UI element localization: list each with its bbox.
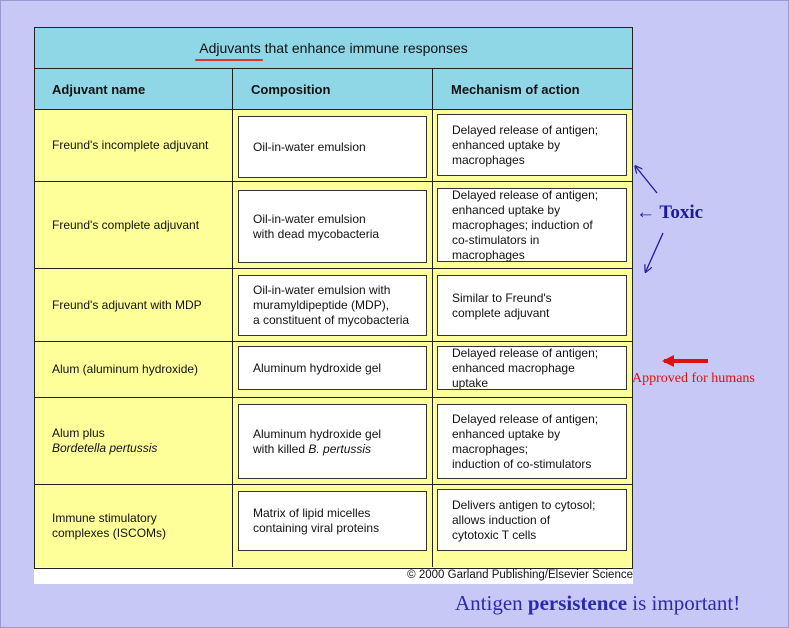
mechanism-box: Delayed release of antigen; enhanced upt… bbox=[437, 188, 627, 262]
title-rest: that enhance immune responses bbox=[260, 39, 468, 56]
toxic-annotation: ← Toxic bbox=[636, 202, 704, 223]
table-row: Freund's complete adjuvant Oil-in-water … bbox=[34, 182, 633, 269]
composition-box: Aluminum hydroxide gel bbox=[238, 346, 427, 390]
mechanism-box: Delayed release of antigen; enhanced upt… bbox=[437, 114, 627, 176]
footer-statement: Antigen persistence is important! bbox=[455, 591, 741, 615]
adjuvant-name-cell: Alum (aluminum hydroxide) bbox=[52, 362, 199, 376]
mechanism-box: Delayed release of antigen; enhanced upt… bbox=[437, 404, 627, 479]
table-row: Alum (aluminum hydroxide) Aluminum hydro… bbox=[34, 342, 633, 398]
copyright-notice: © 2000 Garland Publishing/Elsevier Scien… bbox=[34, 567, 633, 584]
approved-annotation: Approved for humans bbox=[632, 371, 755, 386]
adjuvant-name-cell: Immune stimulatory complexes (ISCOMs) bbox=[52, 511, 167, 540]
mechanism-box: Delayed release of antigen; enhanced mac… bbox=[437, 346, 627, 390]
table-row: Freund's adjuvant with MDP Oil-in-water … bbox=[34, 269, 633, 342]
table-title: Adjuvants that enhance immune responses bbox=[34, 27, 633, 69]
composition-box: Oil-in-water emulsion with dead mycobact… bbox=[238, 190, 427, 263]
column-divider bbox=[432, 69, 433, 584]
composition-box: Aluminum hydroxide gel with killed B. pe… bbox=[238, 404, 427, 479]
title-keyword: Adjuvants bbox=[195, 39, 264, 61]
table-body: Freund's incomplete adjuvant Oil-in-wate… bbox=[34, 110, 633, 584]
adjuvant-name-cell: Freund's complete adjuvant bbox=[52, 217, 200, 232]
table-row: Freund's incomplete adjuvant Oil-in-wate… bbox=[34, 110, 633, 182]
column-divider bbox=[232, 69, 233, 584]
adjuvant-name-cell: Freund's adjuvant with MDP bbox=[52, 297, 202, 312]
table-row: Immune stimulatory complexes (ISCOMs) Ma… bbox=[34, 485, 633, 567]
header-adjuvant-name: Adjuvant name bbox=[52, 81, 146, 97]
header-mechanism: Mechanism of action bbox=[451, 81, 580, 97]
adjuvant-table: Adjuvants that enhance immune responses … bbox=[34, 27, 633, 584]
composition-box: Oil-in-water emulsion bbox=[238, 116, 427, 178]
adjuvant-name-cell: Freund's incomplete adjuvant bbox=[52, 138, 209, 152]
composition-box: Oil-in-water emulsion with muramyldipept… bbox=[238, 275, 427, 336]
header-composition: Composition bbox=[251, 81, 331, 97]
toxic-arrow-up-icon bbox=[636, 167, 658, 194]
mechanism-box: Delivers antigen to cytosol; allows indu… bbox=[437, 489, 627, 551]
toxic-arrow-down-icon bbox=[646, 232, 664, 271]
table-header-row: Adjuvant name Composition Mechanism of a… bbox=[34, 69, 633, 110]
composition-box: Matrix of lipid micelles containing vira… bbox=[238, 491, 427, 551]
mechanism-box: Similar to Freund's complete adjuvant bbox=[437, 275, 627, 336]
